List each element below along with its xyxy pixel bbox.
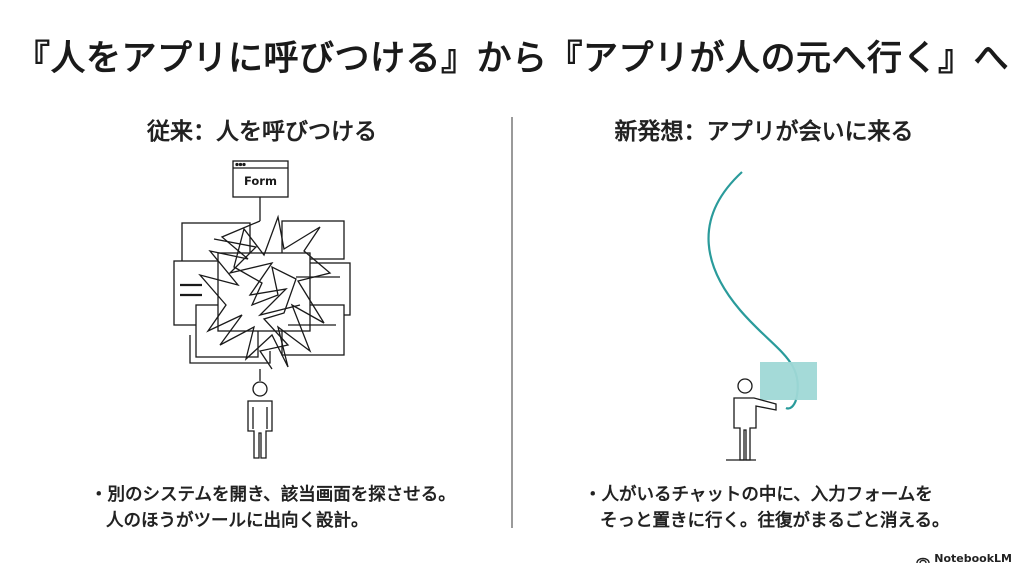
left-bullet: ・別のシステムを開き、該当画面を探させる。 人のほうがツールに出向く設計。 bbox=[90, 482, 456, 534]
right-bullet-line1: ・人がいるチャットの中に、入力フォームを bbox=[584, 485, 933, 505]
left-subtitle: 従来：人を呼びつける bbox=[147, 119, 377, 145]
window-stack bbox=[173, 220, 351, 358]
right-bullet: ・人がいるチャットの中に、入力フォームを そっと置きに行く。往復がまるごと消える… bbox=[584, 482, 949, 534]
right-bullet-line2: そっと置きに行く。往復がまるごと消える。 bbox=[600, 511, 950, 531]
delivery-illustration bbox=[707, 171, 817, 461]
column-divider bbox=[511, 117, 513, 528]
notebooklm-badge: NotebookLM bbox=[916, 552, 1012, 565]
left-bullet-line1: ・別のシステムを開き、該当画面を探させる。 bbox=[90, 485, 456, 505]
form-window: Form bbox=[232, 160, 289, 198]
left-bullet-line2: 人のほうがツールに出向く設計。 bbox=[106, 511, 369, 531]
right-subtitle: 新発想：アプリが会いに来る bbox=[614, 119, 914, 145]
maze-illustration: Form bbox=[173, 160, 351, 459]
tangled-path bbox=[198, 214, 332, 370]
person-figure-left bbox=[247, 381, 273, 459]
brand-name: NotebookLM bbox=[934, 552, 1012, 565]
notebooklm-logo-icon bbox=[916, 557, 930, 563]
form-card bbox=[760, 362, 817, 400]
form-label: Form bbox=[244, 174, 277, 188]
slide-title: 『人をアプリに呼びつける』から『アプリが人の元へ行く』へ bbox=[14, 39, 1009, 79]
person-figure-right bbox=[726, 378, 777, 461]
